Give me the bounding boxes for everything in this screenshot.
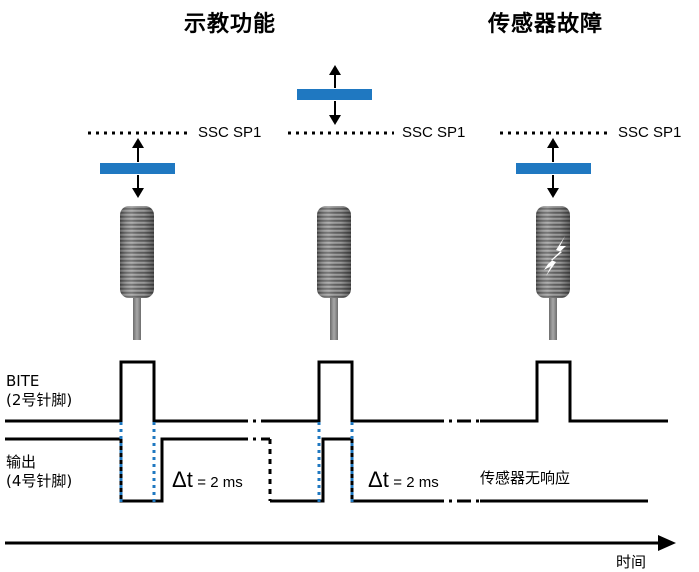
- delta-t-symbol: Δt: [172, 467, 193, 492]
- output-label: 输出: [6, 453, 37, 471]
- title-sensor-fault: 传感器故障: [488, 12, 604, 37]
- switch-point-label-1: SSC SP1: [198, 124, 262, 141]
- sensor-2: [317, 206, 351, 340]
- arrow-up-icon: [132, 138, 144, 148]
- bite-pin-label: (2号针脚): [6, 391, 73, 409]
- crack-icon: [544, 236, 566, 276]
- delta-t-value: = 2 ms: [393, 474, 439, 491]
- title-teach-function: 示教功能: [184, 12, 277, 37]
- no-response-label: 传感器无响应: [480, 469, 571, 487]
- time-axis-label: 时间: [616, 553, 647, 571]
- output-signal-trace: [5, 437, 648, 503]
- switch-point-label-3: SSC SP1: [618, 124, 682, 141]
- arrow-up-icon: [329, 65, 341, 75]
- arrow-up-icon: [547, 138, 559, 148]
- target-bar-1: [100, 163, 175, 174]
- delta-t-symbol: Δt: [368, 467, 389, 492]
- delta-t-label-2: Δt = 2 ms: [368, 467, 439, 493]
- target-group-3: [516, 138, 591, 198]
- sensor-1: [120, 206, 154, 340]
- delta-t-value: = 2 ms: [197, 474, 243, 491]
- delta-t-label-1: Δt = 2 ms: [172, 467, 243, 493]
- time-axis-arrow-icon: [658, 535, 676, 551]
- arrow-down-icon: [547, 188, 559, 198]
- sensor-3-faulty: [536, 206, 570, 340]
- switch-point-label-2: SSC SP1: [402, 124, 466, 141]
- arrow-down-icon: [132, 188, 144, 198]
- bite-label: BITE: [6, 372, 40, 390]
- output-pin-label: (4号针脚): [6, 472, 73, 490]
- target-group-2: [297, 65, 372, 125]
- target-group-1: [100, 138, 175, 198]
- target-bar-2: [297, 89, 372, 100]
- arrow-down-icon: [329, 115, 341, 125]
- bite-signal-trace: [5, 360, 668, 423]
- target-bar-3: [516, 163, 591, 174]
